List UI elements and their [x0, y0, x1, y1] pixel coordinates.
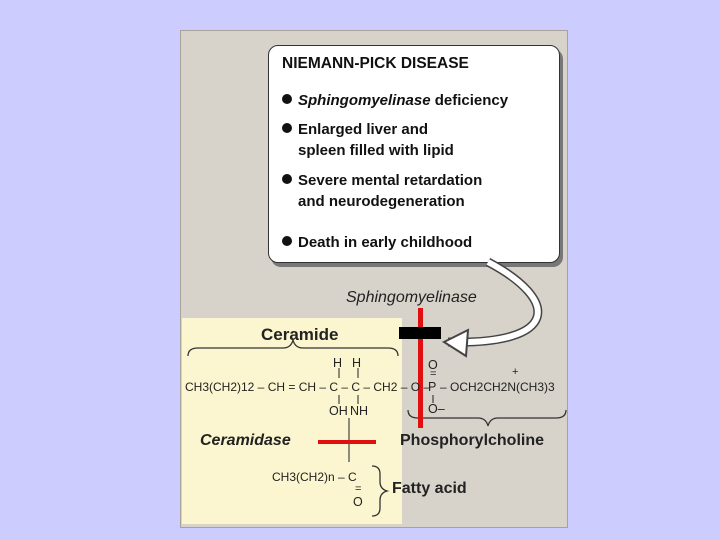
bullet-neuro: Severe mental retardation and neurodegen… [282, 170, 482, 212]
sphingomyelinase-block-bar [399, 327, 441, 339]
bullet-text: Enlarged liver and [298, 121, 429, 138]
fatty-acid-formula: CH3(CH2)n – C [272, 470, 357, 484]
amide-nh-group: NH [350, 404, 369, 418]
bullet-text: deficiency [434, 92, 509, 109]
bullet-icon [282, 236, 292, 246]
phosphorylcholine-brace-icon [407, 409, 567, 427]
hydrogen-atom-2: H [352, 356, 362, 370]
bullet-icon [282, 94, 292, 104]
bullet-text: Severe mental retardation [298, 172, 483, 189]
bullet-deficiency: Sphingomyelinase deficiency [282, 90, 508, 111]
arrow-head-icon [441, 328, 470, 358]
bullet-organs: Enlarged liver and spleen filled with li… [282, 119, 454, 161]
phosphate-double-bond: = [430, 368, 437, 380]
enzyme-name: Sphingomyelinase [298, 92, 431, 109]
phosphate-oxygen-top: O [428, 358, 438, 372]
bullet-text: Death in early childhood [298, 234, 473, 251]
bullet-text: and neurodegeneration [298, 193, 465, 210]
ceramidase-cleavage-line [318, 440, 376, 444]
bullet-text: spleen filled with lipid [298, 142, 454, 159]
sphingomyelinase-cleavage-line [418, 308, 423, 428]
phosphate-oxygen-minus: O– [428, 402, 445, 416]
hydrogen-atom-1: H [333, 356, 343, 370]
fatty-acid-brace-icon [371, 465, 390, 517]
bullet-death: Death in early childhood [282, 232, 472, 253]
ceramide-region [182, 318, 402, 524]
sphingomyelinase-label: Sphingomyelinase [346, 289, 477, 306]
choline-formula: – OCH2CH2N(CH3)3 [440, 380, 555, 394]
ceramide-backbone-formula: CH3(CH2)12 – CH = CH – C – C – CH2 – O – [185, 380, 431, 394]
carbonyl-double-bond: = [355, 483, 362, 495]
bullet-icon [282, 174, 292, 184]
positive-charge: + [512, 366, 519, 378]
disease-callout: NIEMANN-PICK DISEASE Sphingomyelinase de… [268, 45, 560, 263]
ceramide-label: Ceramide [261, 325, 339, 344]
phosphorylcholine-label: Phosphorylcholine [400, 432, 545, 449]
fatty-acid-label: Fatty acid [392, 480, 467, 497]
phosphorus-atom: P [428, 380, 437, 394]
ceramide-brace-icon [187, 339, 399, 357]
callout-title: NIEMANN-PICK DISEASE [282, 55, 469, 72]
arrow-shaft-fill [447, 259, 541, 346]
carbonyl-oxygen: O [353, 495, 363, 509]
bullet-icon [282, 123, 292, 133]
hydroxyl-group: OH [329, 404, 348, 418]
ceramidase-label: Ceramidase [200, 432, 291, 449]
